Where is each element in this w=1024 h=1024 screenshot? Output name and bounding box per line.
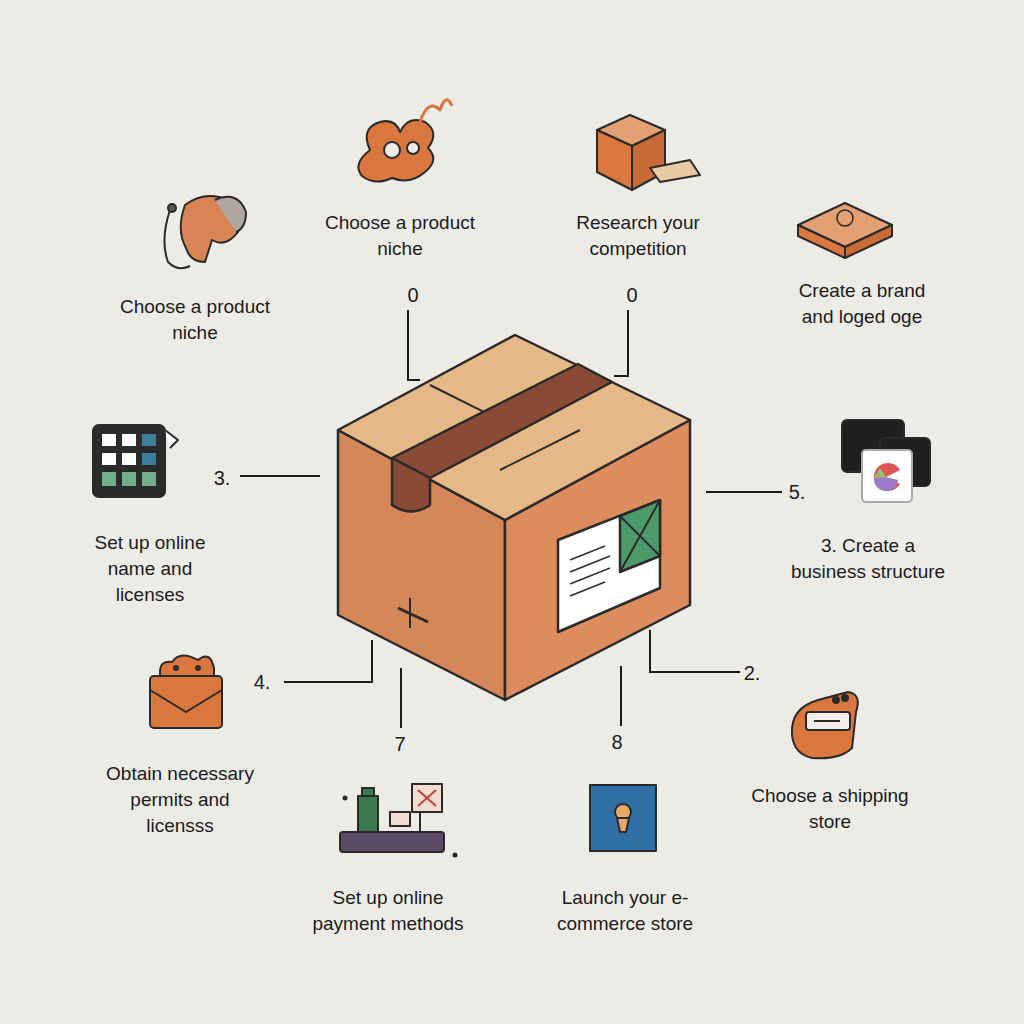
shipping-icon — [792, 692, 858, 758]
step-label: Obtain necessary permits and licensss — [101, 761, 259, 839]
step-label: Choose a shipping store — [743, 783, 918, 835]
step-label: Create a brand and loged oge — [787, 278, 937, 330]
step-label: Choose a product niche — [313, 210, 488, 262]
step-label: Launch your e-commerce store — [530, 885, 720, 937]
box-icon — [597, 115, 700, 190]
callout-number: 3. — [214, 466, 231, 490]
leader-lines — [240, 310, 782, 728]
step-label: Research your competition — [548, 210, 728, 262]
step-label: Choose a product niche — [108, 294, 283, 346]
bag-icon — [150, 655, 222, 728]
cardboard-box — [338, 335, 690, 700]
brand-icon — [798, 203, 892, 258]
callout-number: 0 — [407, 283, 418, 307]
register-icon — [340, 784, 457, 857]
step-label: Set up online name and licenses — [75, 530, 225, 608]
launch-icon — [590, 785, 656, 851]
step-label: Set up online payment methods — [296, 885, 481, 937]
callout-number: 7 — [394, 732, 405, 756]
callout-number: 4. — [254, 670, 271, 694]
headset-icon — [164, 196, 246, 268]
cards-icon — [842, 420, 930, 502]
callout-number: 5. — [789, 480, 806, 504]
callout-number: 0 — [626, 283, 637, 307]
icons — [93, 100, 930, 857]
callout-number: 8 — [611, 730, 622, 754]
grid-icon — [93, 425, 178, 497]
product-icon — [358, 100, 452, 182]
callout-number: 2. — [744, 661, 761, 685]
step-label: 3. Create a business structure — [786, 533, 951, 585]
